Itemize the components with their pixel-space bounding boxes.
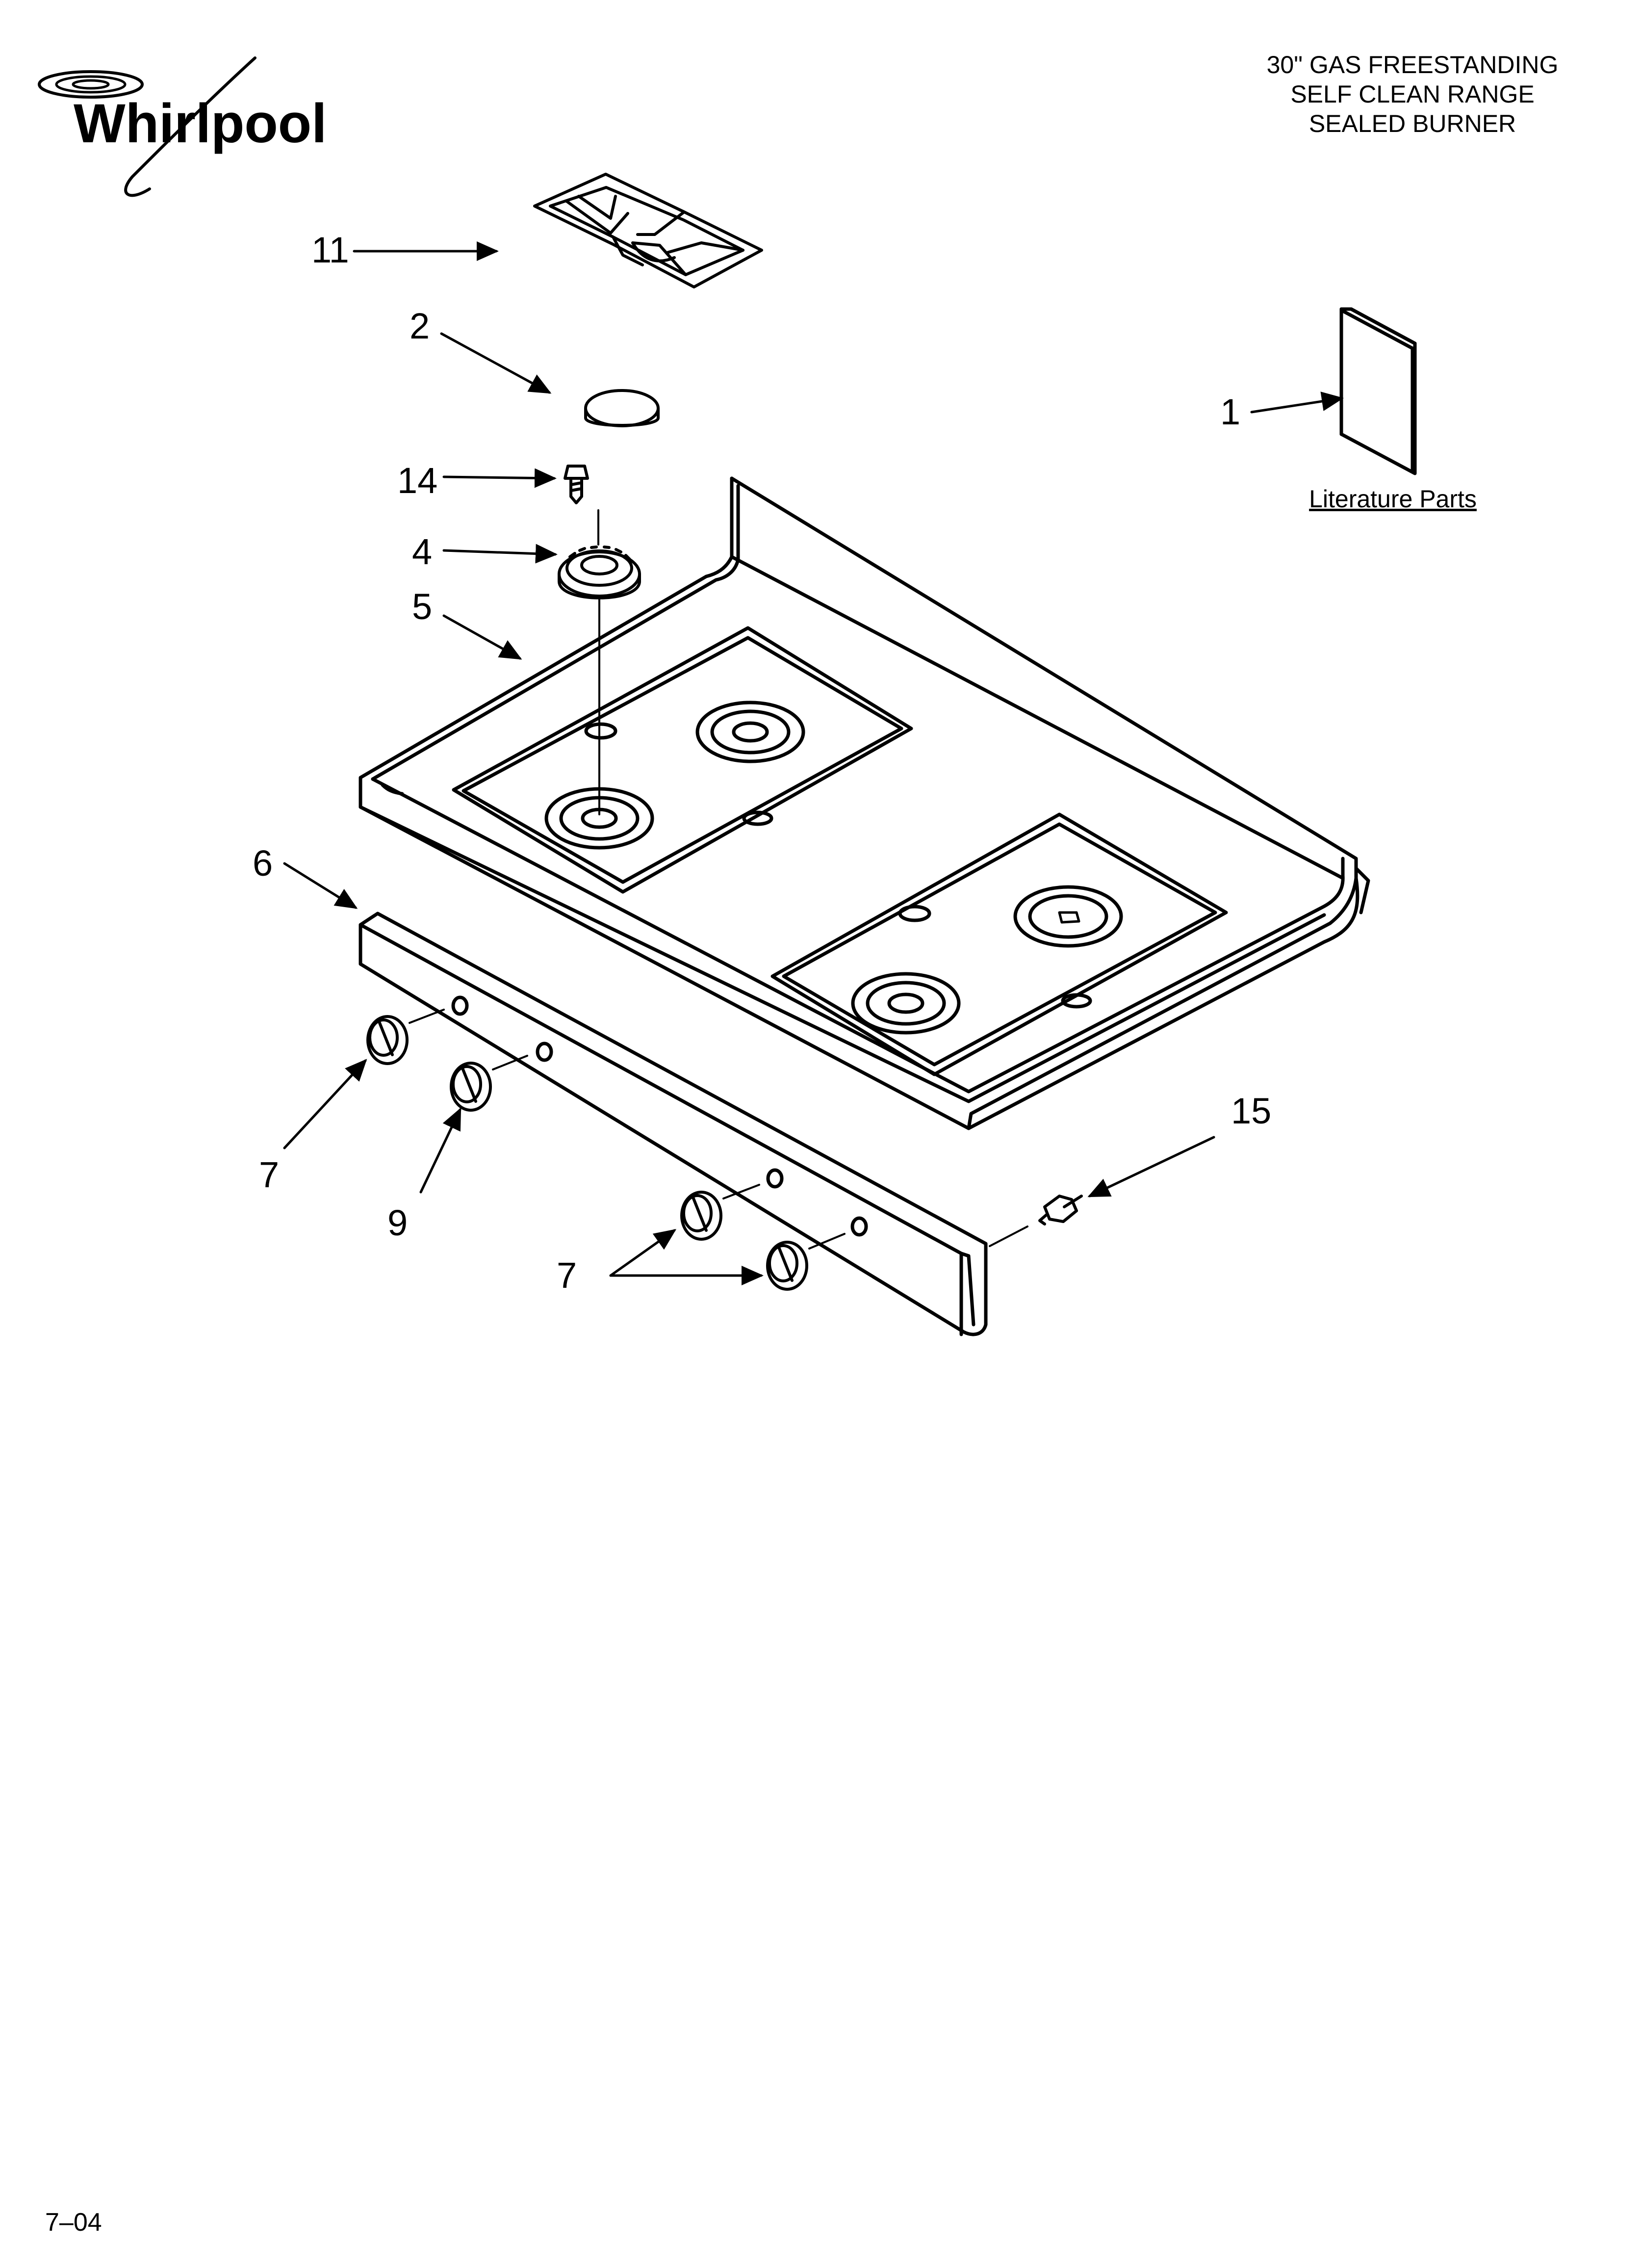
title-line-2: SELF CLEAN RANGE	[1290, 80, 1535, 108]
knob	[450, 1055, 528, 1112]
callout-2: 2	[410, 306, 430, 346]
callout-1: 1	[1220, 391, 1240, 432]
cooktop	[359, 476, 1370, 1130]
revision-code: 7–04	[45, 2208, 102, 2237]
callout-4: 4	[412, 531, 432, 572]
knob	[366, 1009, 445, 1065]
whirlpool-logo: Whirlpool	[38, 56, 327, 197]
literature-parts-label: Literature Parts	[1309, 485, 1477, 513]
knob	[766, 1233, 846, 1291]
callout-14: 14	[397, 460, 437, 501]
callout-5: 5	[412, 586, 432, 627]
leader-arrows	[283, 241, 1344, 1285]
title-line-3: SEALED BURNER	[1308, 110, 1516, 137]
screw	[564, 465, 589, 504]
burner-grate	[533, 173, 763, 288]
title-line-1: 30" GAS FREESTANDING	[1266, 51, 1559, 78]
screw-to-panel-line	[989, 1225, 1028, 1247]
callout-11: 11	[311, 230, 349, 270]
diagram-title-block: 30" GAS FREESTANDING SELF CLEAN RANGE SE…	[1206, 50, 1618, 138]
callout-7-left: 7	[259, 1154, 279, 1195]
svg-text:Whirlpool: Whirlpool	[74, 93, 327, 154]
control-panel	[359, 912, 988, 1336]
panel-screw	[1038, 1195, 1083, 1225]
burner-cap	[584, 389, 660, 427]
callout-7-bottom: 7	[557, 1255, 577, 1296]
knob	[680, 1184, 760, 1241]
callout-15: 15	[1231, 1091, 1271, 1131]
callout-6: 6	[253, 843, 273, 884]
burner-base	[558, 546, 641, 600]
control-knobs	[366, 1009, 846, 1291]
callout-9: 9	[387, 1202, 408, 1243]
literature-booklet	[1339, 307, 1417, 475]
assembly-line	[597, 509, 600, 815]
